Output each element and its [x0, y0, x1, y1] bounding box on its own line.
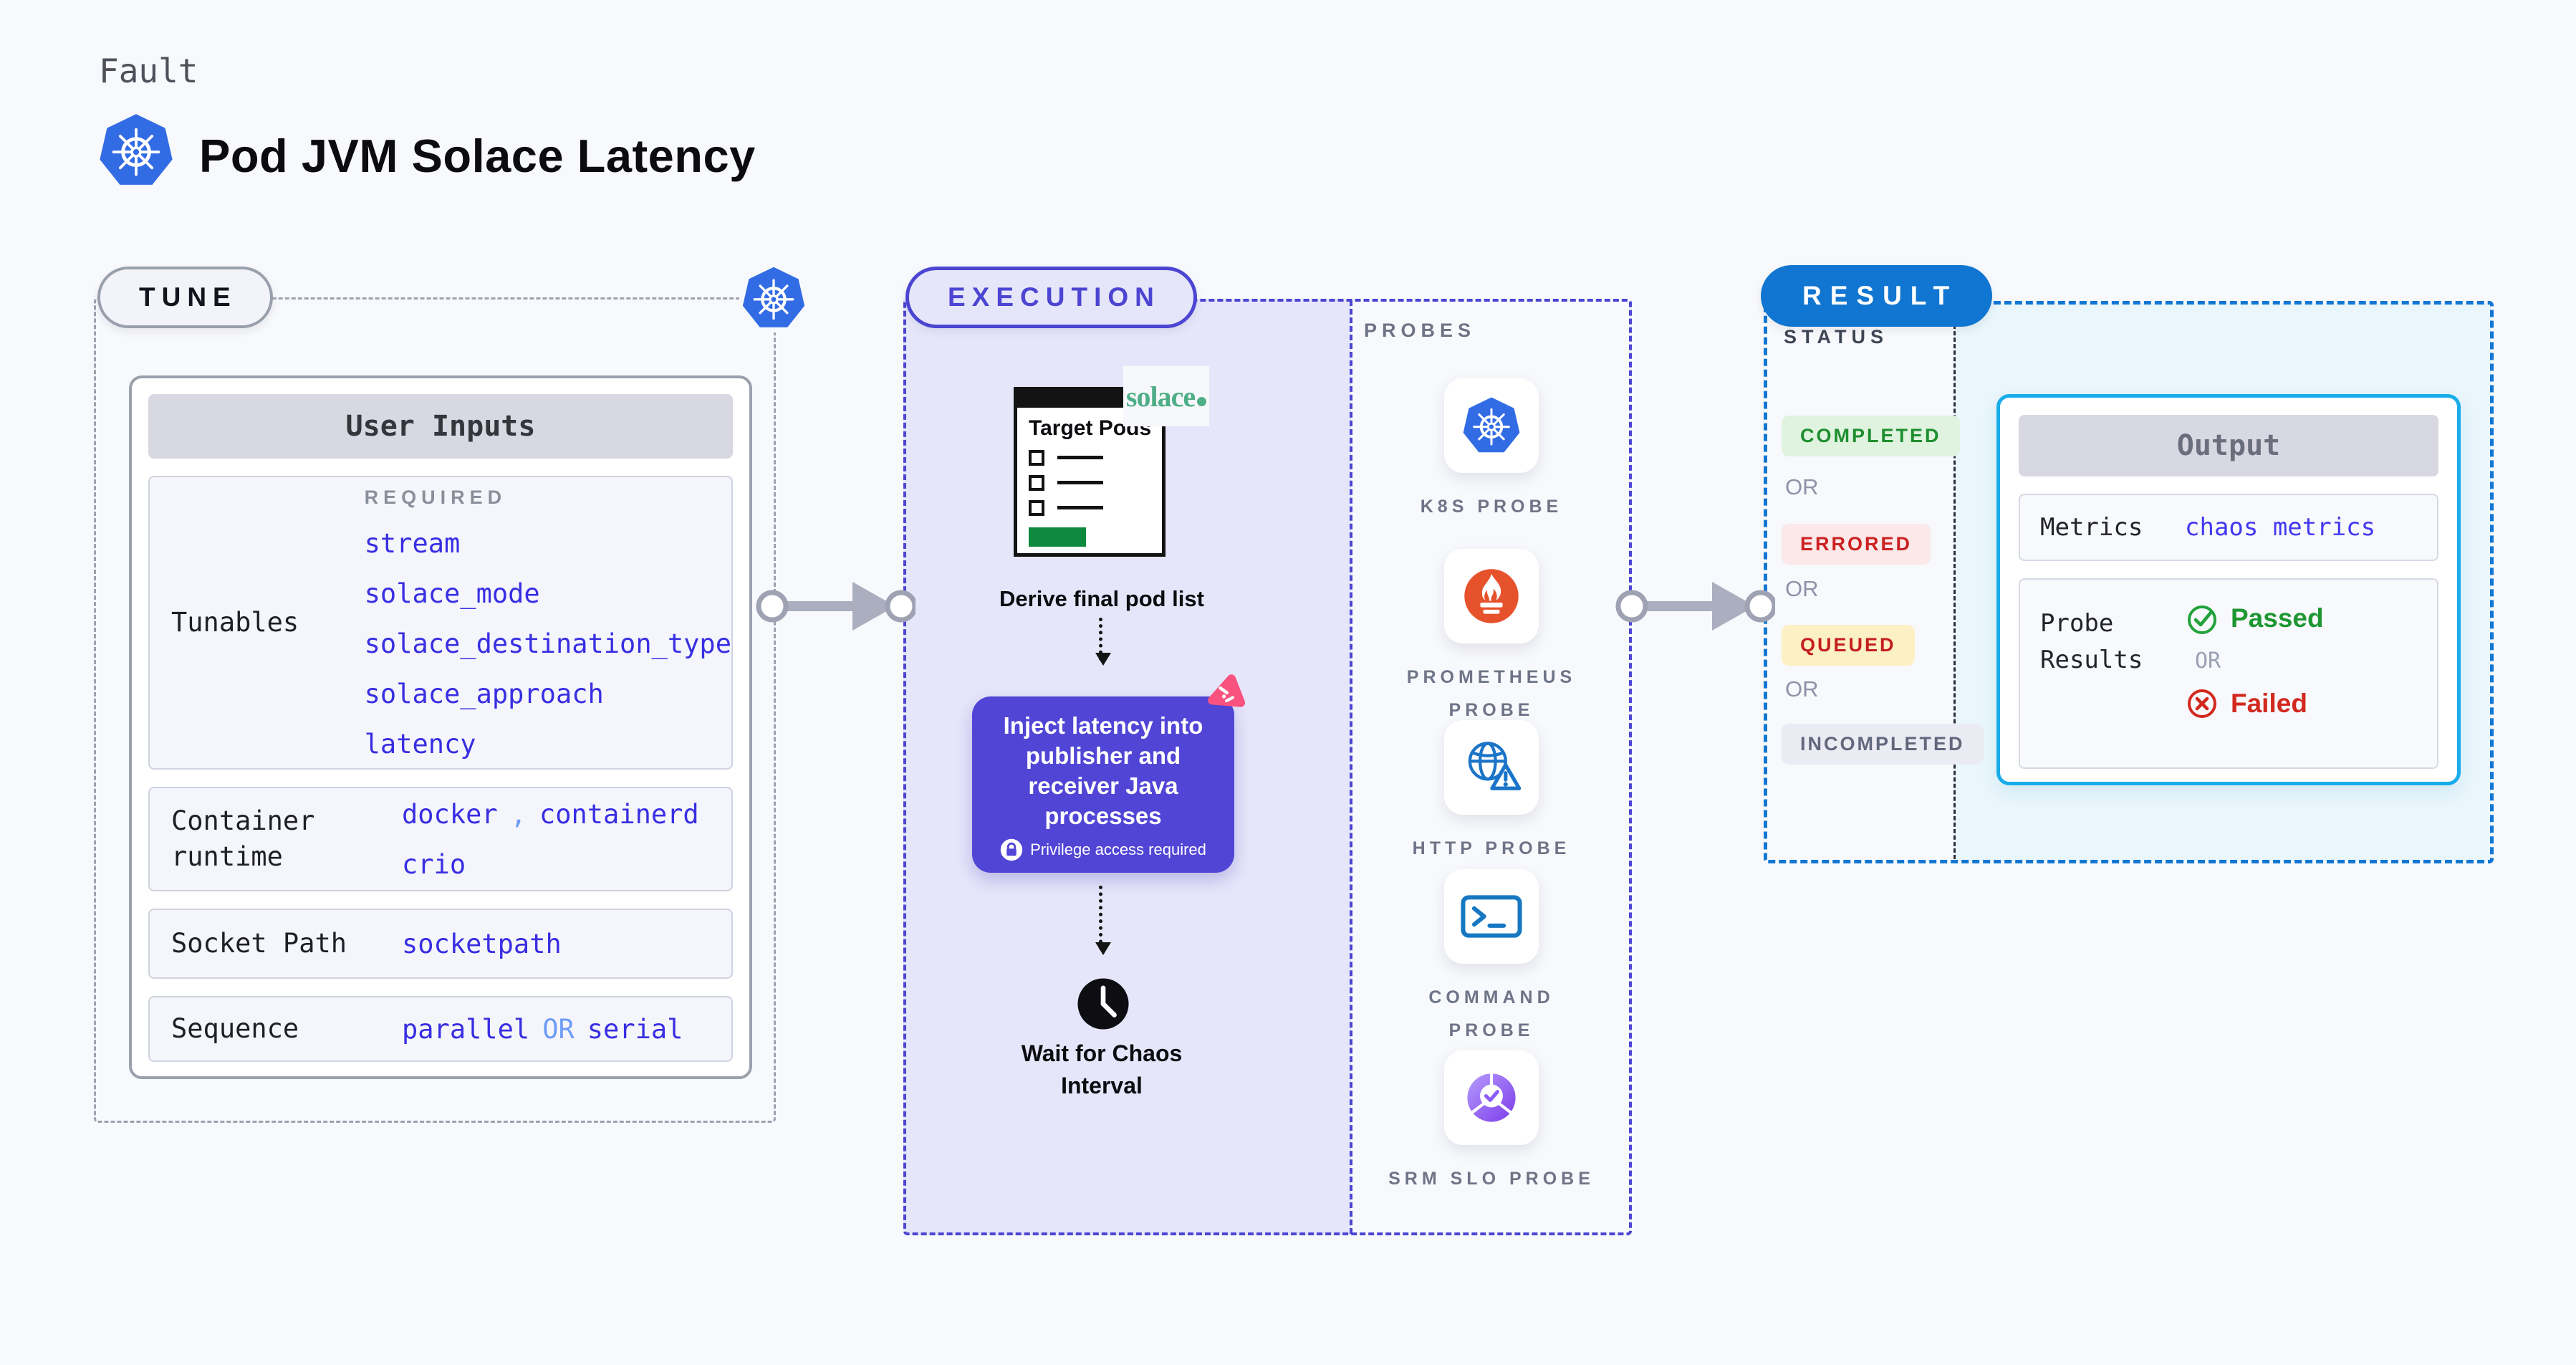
sequence-value-serial[interactable]: serial — [587, 1013, 683, 1045]
status-badge-completed: COMPLETED — [1782, 416, 1960, 456]
tune-section — [94, 297, 776, 1123]
tunable-link-solace-approach[interactable]: solace_approach — [364, 678, 604, 709]
inject-latency-step: Inject latency into publisher and receiv… — [972, 696, 1234, 873]
x-circle-icon — [2188, 689, 2216, 718]
or-separator: OR — [1785, 676, 1819, 701]
kubernetes-icon — [97, 112, 175, 189]
row-label: Tunables — [171, 607, 299, 638]
probe-card — [1444, 549, 1539, 643]
slo-gauge-icon — [1467, 1072, 1516, 1122]
user-inputs-table: User Inputs Tunables REQUIRED stream sol… — [129, 375, 752, 1079]
result-badge: RESULT — [1761, 265, 1993, 327]
kubernetes-icon — [739, 264, 808, 332]
user-inputs-header: User Inputs — [148, 394, 733, 459]
privilege-note: Privilege access required — [1030, 840, 1206, 858]
probe-card — [1444, 1050, 1539, 1145]
value-separator: , — [510, 798, 527, 830]
globe-alert-icon — [1468, 742, 1522, 790]
probe-card — [1444, 869, 1539, 964]
tune-badge: TUNE — [97, 267, 273, 328]
socket-path-value[interactable]: socketpath — [402, 928, 562, 959]
table-row-socket-path: Socket Path socketpath — [148, 909, 733, 979]
terminal-icon — [1461, 895, 1522, 938]
clock-icon — [1077, 978, 1129, 1030]
sequence-value-parallel[interactable]: parallel — [402, 1013, 530, 1045]
table-row-container-runtime: Container runtime docker , containerd cr… — [148, 787, 733, 891]
flow-down-arrow — [1095, 886, 1111, 955]
failed-label: Failed — [2231, 689, 2307, 718]
required-label: REQUIRED — [364, 486, 507, 508]
runtime-value-docker[interactable]: docker — [402, 798, 498, 830]
probe-http: HTTP PROBE — [1384, 720, 1599, 865]
status-heading: STATUS — [1784, 326, 1888, 348]
derive-pod-list-label: Derive final pod list — [999, 586, 1204, 611]
row-label: Socket Path — [171, 928, 347, 959]
row-label: Metrics — [2040, 512, 2143, 542]
list-line — [1057, 456, 1103, 460]
checkbox-icon — [1029, 449, 1044, 466]
row-label: Sequence — [171, 1013, 299, 1045]
tunable-link-solace-destination-type[interactable]: solace_destination_type — [364, 628, 731, 659]
or-separator: OR — [2195, 648, 2221, 674]
fault-eyebrow: Fault — [99, 52, 198, 90]
probe-command: COMMAND PROBE — [1384, 869, 1599, 1048]
flow-down-arrow — [1095, 618, 1111, 666]
output-row-probe-results: Probe Results Passed OR Faile — [2019, 578, 2438, 769]
status-badge-errored: ERRORED — [1782, 524, 1931, 565]
wait-chaos-interval-label: Wait for Chaos Interval — [1021, 1040, 1183, 1098]
execution-section — [903, 299, 1632, 1235]
or-separator: OR — [542, 1013, 575, 1045]
solace-logo: solace — [1123, 366, 1209, 426]
runtime-value-containerd[interactable]: containerd — [539, 798, 699, 830]
result-section — [1764, 301, 2494, 863]
or-separator: OR — [1785, 474, 1819, 499]
probe-card — [1444, 720, 1539, 815]
select-button-bar — [1029, 527, 1086, 547]
tune-to-execution-arrow — [756, 582, 915, 631]
probe-card — [1444, 378, 1539, 473]
row-label: Container runtime — [171, 805, 315, 872]
page-title: Pod JVM Solace Latency — [199, 130, 756, 182]
status-badge-incompleted: INCOMPLETED — [1782, 724, 1984, 765]
execution-badge: EXECUTION — [905, 267, 1197, 328]
pod-list-item — [1029, 449, 1162, 466]
tunable-link-stream[interactable]: stream — [364, 527, 461, 559]
tunables-values: REQUIRED stream solace_mode solace_desti… — [365, 477, 731, 768]
checkbox-icon — [1029, 499, 1044, 516]
checkbox-icon — [1029, 474, 1044, 491]
passed-label: Passed — [2231, 603, 2324, 633]
table-row-sequence: Sequence parallel OR serial — [148, 996, 733, 1062]
or-separator: OR — [1785, 576, 1819, 601]
execution-to-result-arrow — [1615, 582, 1775, 631]
solace-dot-icon — [1197, 396, 1207, 406]
lock-icon — [1000, 838, 1023, 861]
table-row-tunables: Tunables REQUIRED stream solace_mode sol… — [148, 476, 733, 770]
probe-k8s: K8S PROBE — [1384, 378, 1599, 523]
tunable-link-latency[interactable]: latency — [364, 728, 476, 760]
probe-prometheus: PROMETHEUS PROBE — [1384, 549, 1599, 727]
kubernetes-icon — [1461, 396, 1522, 454]
pod-list-item — [1029, 499, 1162, 516]
pod-list-item — [1029, 474, 1162, 491]
list-line — [1057, 481, 1103, 485]
result-divider — [1953, 305, 1956, 859]
runtime-value-crio[interactable]: crio — [402, 848, 466, 880]
status-badge-queued: QUEUED — [1782, 625, 1915, 666]
chaos-spark-icon — [1208, 674, 1246, 707]
check-circle-icon — [2188, 605, 2216, 634]
probe-srm-slo: SRM SLO PROBE — [1384, 1050, 1599, 1195]
output-row-metrics: Metrics chaos metrics — [2019, 494, 2438, 561]
output-table: Output Metrics chaos metrics Probe Resul… — [1996, 394, 2461, 785]
tunable-link-solace-mode[interactable]: solace_mode — [364, 578, 540, 609]
probes-heading: PROBES — [1364, 320, 1476, 341]
runtime-values: docker , containerd crio — [402, 788, 731, 890]
prometheus-icon — [1464, 569, 1519, 623]
row-label: Probe Results — [2040, 609, 2143, 674]
list-line — [1057, 506, 1103, 510]
output-header: Output — [2019, 415, 2438, 476]
execution-probes-divider — [1350, 300, 1352, 1234]
chaos-metrics-link[interactable]: chaos metrics — [2185, 513, 2376, 542]
